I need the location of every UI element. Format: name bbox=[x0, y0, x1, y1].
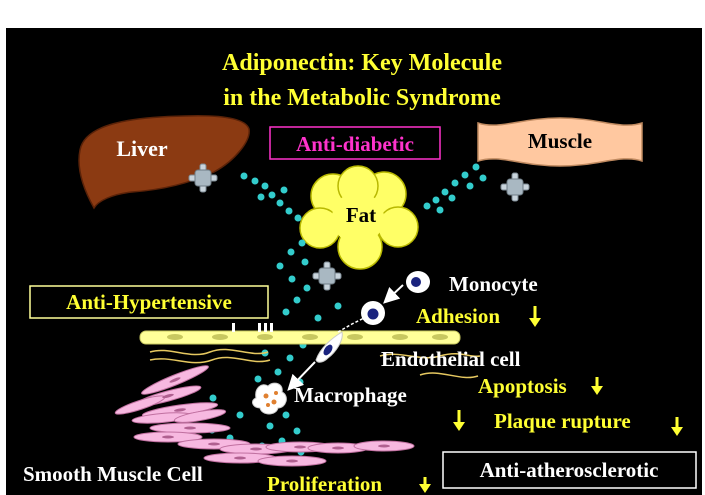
anti-hypertensive-box bbox=[29, 285, 269, 319]
proliferation-down-arrow bbox=[419, 477, 431, 493]
anti-hypertensive-label: Anti-Hypertensive bbox=[66, 290, 232, 314]
smooth-muscle-cells bbox=[114, 365, 415, 467]
endothelium-gap-line bbox=[337, 317, 365, 333]
title-line-1: Adiponectin: Key Molecule bbox=[222, 50, 502, 76]
smooth-muscle-cell-label: Smooth Muscle Cell bbox=[23, 462, 203, 486]
muscle-label: Muscle bbox=[528, 129, 592, 153]
monocyte-cell bbox=[406, 271, 430, 293]
anti-diabetic-box bbox=[269, 126, 441, 160]
tissue-fibers bbox=[149, 348, 481, 379]
anti-diabetic-label: Anti-diabetic bbox=[296, 132, 414, 156]
macrophage-arrow bbox=[287, 361, 316, 391]
title-line-2: in the Metabolic Syndrome bbox=[223, 85, 501, 111]
macrophage-label: Macrophage bbox=[294, 383, 407, 407]
migrating-cell bbox=[315, 331, 343, 363]
endothelium bbox=[139, 323, 461, 345]
receptor-icon-muscle bbox=[500, 172, 530, 202]
smooth-muscle-nuclei bbox=[162, 377, 390, 463]
macrophage-cell bbox=[252, 382, 287, 415]
receptor-icon-vessel bbox=[312, 261, 342, 291]
adhering-monocyte bbox=[361, 301, 385, 325]
endothelial-cell-label: Endothelial cell bbox=[381, 347, 521, 371]
proliferation-label: Proliferation bbox=[267, 472, 382, 495]
adhesion-down-arrow bbox=[529, 306, 541, 327]
anti-atherosclerotic-label: Anti-atherosclerotic bbox=[480, 458, 659, 482]
plaque-left-down-arrow bbox=[453, 410, 465, 431]
monocyte-label: Monocyte bbox=[449, 272, 538, 296]
monocyte-arrow bbox=[383, 284, 404, 304]
liver-shape bbox=[78, 115, 250, 210]
apoptosis-down-arrow bbox=[591, 377, 603, 395]
adhesion-label: Adhesion bbox=[416, 304, 500, 328]
fat-cluster bbox=[299, 165, 419, 270]
anti-atherosclerotic-box bbox=[442, 451, 697, 489]
liver-label: Liver bbox=[116, 136, 168, 161]
apoptosis-label: Apoptosis bbox=[478, 374, 567, 398]
plaque-rupture-label: Plaque rupture bbox=[494, 409, 631, 433]
muscle-shape bbox=[477, 117, 643, 167]
plaque-right-down-arrow bbox=[671, 417, 683, 436]
fat-label: Fat bbox=[346, 203, 376, 227]
